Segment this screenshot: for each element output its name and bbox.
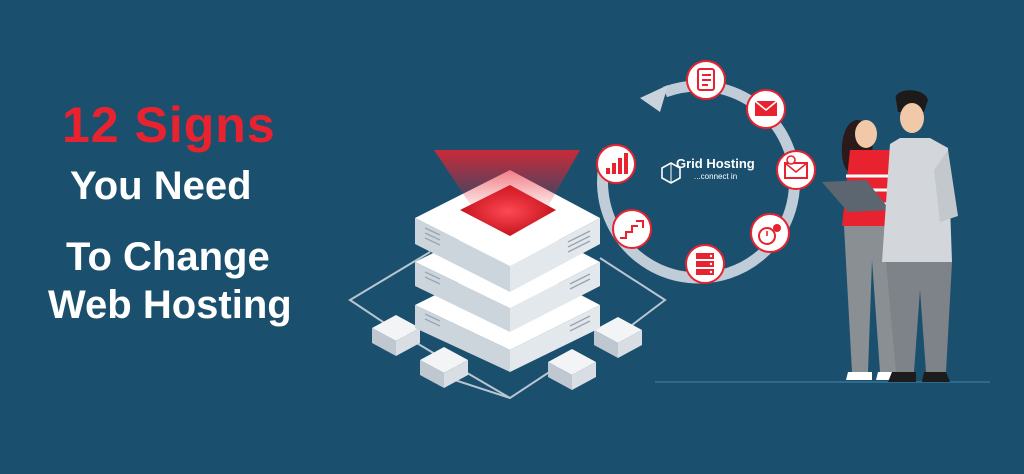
bar-chart-icon <box>596 144 636 184</box>
stairs-growth-icon <box>612 209 652 249</box>
brand-name: Grid Hosting <box>676 156 755 171</box>
document-list-icon <box>686 60 726 100</box>
laptop-icon <box>822 180 890 212</box>
server-stack <box>415 150 600 372</box>
man-figure <box>882 90 958 382</box>
headline-line-3: To Change <box>66 235 270 279</box>
stopwatch-gear-icon <box>750 213 790 253</box>
network-node-right <box>594 317 642 358</box>
headline-line-4: Web Hosting <box>48 283 292 327</box>
network-lines <box>348 251 667 400</box>
server-rack-icon <box>685 244 725 284</box>
network-node-bottom-right <box>548 349 596 390</box>
network-node-bottom-left <box>420 347 468 388</box>
headline-line-2: You Need <box>70 164 252 208</box>
email-icon <box>746 89 786 129</box>
red-light-beam <box>434 150 580 210</box>
headline-line-1: 12 Signs <box>62 97 276 153</box>
network-node-left <box>372 315 420 356</box>
brand-tagline: ...connect in <box>694 172 738 181</box>
email-search-icon <box>776 150 816 190</box>
cycle-arrow-icon <box>640 85 668 112</box>
grid-hosting-logo <box>661 162 681 184</box>
